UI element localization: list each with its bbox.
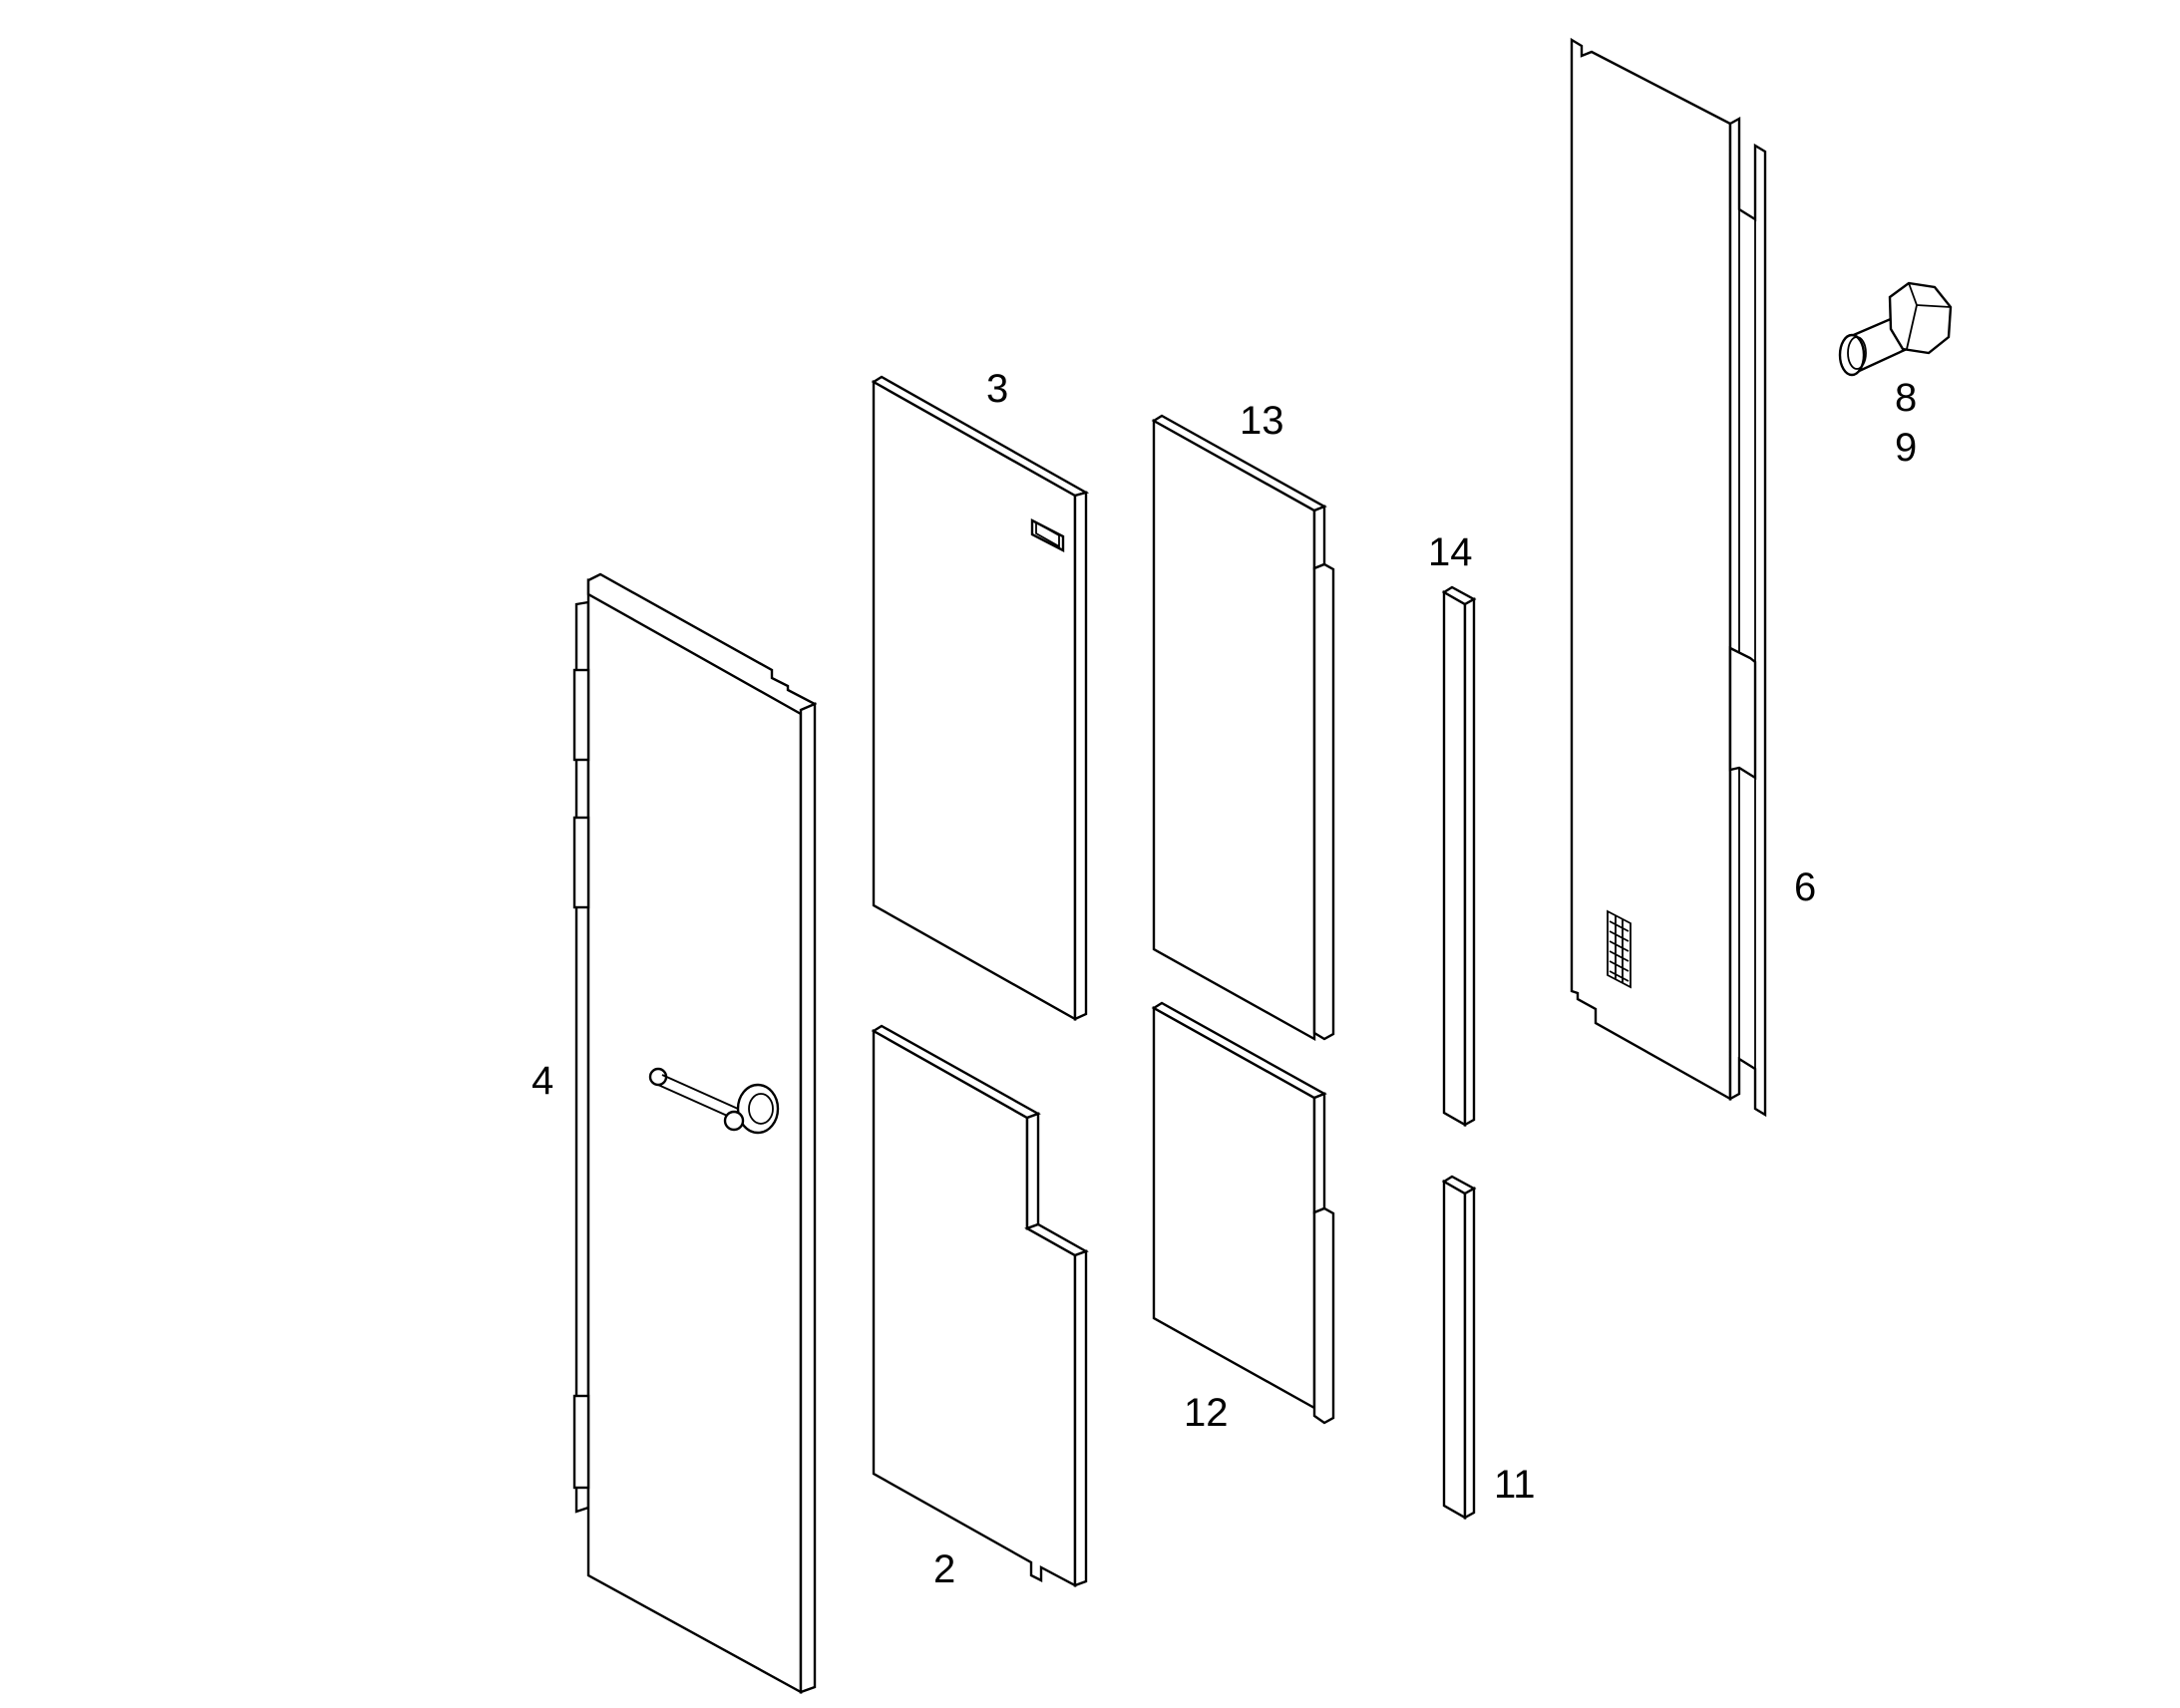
hinge-middle-icon (572, 816, 590, 909)
callout-part-2: 2 (933, 1547, 955, 1591)
strip-11-side (1463, 1186, 1476, 1521)
rear-panel-face (1570, 37, 1732, 1102)
panel-2-notch-side (1025, 1112, 1040, 1230)
part-11-lower-strip (1441, 1175, 1477, 1521)
strip-11-face (1442, 1179, 1467, 1521)
panel-2-face (872, 1028, 1077, 1587)
vent-holes-icon (1607, 909, 1632, 989)
callout-part-6: 6 (1794, 865, 1816, 909)
callout-part-13: 13 (1240, 399, 1284, 443)
panel-12-side-lower (1312, 1206, 1335, 1425)
door-front-face (586, 577, 803, 1695)
part-6-rear-panel (1570, 37, 1767, 1118)
callout-part-11: 11 (1494, 1463, 1536, 1507)
door-right-edge (799, 702, 817, 1694)
panel-13-side-upper (1312, 505, 1326, 570)
part-3-upper-panel (871, 375, 1090, 1022)
part-12-lower-panel (1151, 1001, 1335, 1425)
hinge-top-icon (572, 668, 590, 762)
hinge-bottom-icon (572, 1394, 590, 1490)
panel-13-face (1152, 418, 1316, 1042)
panel-12-side-upper (1312, 1092, 1326, 1214)
door-handle-icon (648, 1067, 780, 1135)
rear-panel-flange (1728, 116, 1767, 1118)
part-13-upper-panel (1151, 414, 1335, 1042)
part-8-9-bolt-icon (1838, 281, 1953, 377)
callout-part-14: 14 (1428, 530, 1473, 574)
bolt-head (1888, 281, 1953, 355)
callout-part-12: 12 (1184, 1391, 1229, 1435)
panel-2-side-edge (1073, 1249, 1088, 1587)
panel-3-side-edge (1073, 491, 1088, 1021)
callout-part-8: 8 (1895, 376, 1917, 420)
callout-part-9: 9 (1895, 426, 1917, 470)
strip-14-face (1442, 589, 1467, 1128)
rear-panel-bracket (1728, 646, 1757, 781)
part-14-upper-strip (1441, 585, 1477, 1128)
panel-12-face (1152, 1005, 1316, 1411)
part-2-lower-panel (871, 1024, 1089, 1587)
part-4-door (572, 572, 818, 1695)
callout-part-4: 4 (532, 1059, 553, 1103)
callout-part-3: 3 (986, 367, 1008, 411)
strip-14-side (1463, 596, 1476, 1128)
door-top-edge (586, 572, 818, 716)
panel-13-side-lower (1312, 562, 1335, 1041)
